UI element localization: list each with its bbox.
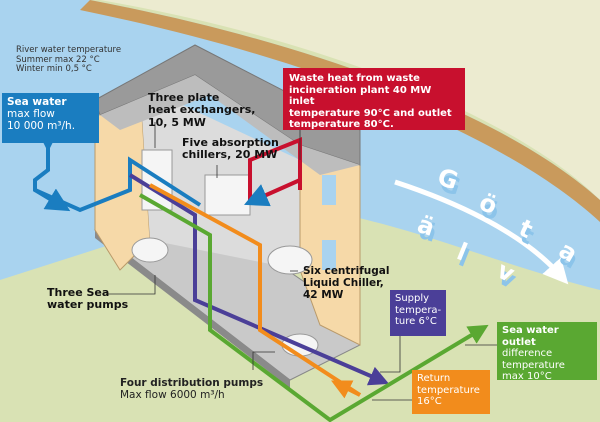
supply-line1: Supply xyxy=(395,293,430,304)
sea-water-outlet-pipe xyxy=(139,193,489,422)
supply-temperature-callout: Supply tempera- ture 6°C xyxy=(390,290,446,336)
sea-water-callout: Sea water max flow 10 000 m³/h. xyxy=(2,93,99,143)
dp-sub: Max flow 6000 m³/h xyxy=(120,388,225,401)
abs-line2: chillers, 20 MW xyxy=(182,148,278,162)
cc-line3: 42 MW xyxy=(303,288,344,301)
distribution-pumps-label: Four distribution pumps Max flow 6000 m³… xyxy=(120,377,264,402)
absorption-chillers xyxy=(204,174,251,216)
outlet-line1: difference xyxy=(502,348,553,359)
waste-line2: incineration plant 40 MW inlet xyxy=(289,84,432,108)
supply-pipe xyxy=(128,173,390,386)
sea-water-pumps xyxy=(131,237,169,263)
abs-line1: Five absorption xyxy=(182,136,279,149)
outlet-line2: temperature xyxy=(502,359,565,371)
hx-line3: 10, 5 MW xyxy=(148,115,206,129)
outlet-line3: max 10°C xyxy=(502,371,552,382)
upper-land xyxy=(100,0,600,200)
dp-title: Four distribution pumps xyxy=(120,377,264,389)
absorption-chillers-label: Five absorption chillers, 20 MW xyxy=(182,136,279,162)
river-temperature-note: River water temperature Summer max 22 °C… xyxy=(16,45,122,75)
return-line2: temperature xyxy=(417,384,480,396)
cc-line2: Liquid Chiller, xyxy=(303,276,384,289)
centrifugal-chillers xyxy=(267,245,313,275)
river-temp-title: River water temperature xyxy=(16,45,122,55)
river-temp-winter: Winter min 0,5 °C xyxy=(16,64,92,75)
waste-heat-callout: Waste heat from waste incineration plant… xyxy=(283,68,465,130)
supply-line2: tempera- xyxy=(395,304,442,316)
supply-line3: ture 6°C xyxy=(395,316,437,327)
sea-water-line1: max flow xyxy=(7,108,55,121)
return-line3: 16°C xyxy=(417,396,442,407)
waste-heat-pipe xyxy=(248,137,302,205)
heat-exchangers-label: Three plate heat exchangers, 10, 5 MW xyxy=(148,91,256,129)
centrifugal-chillers-label: Six centrifugal Liquid Chiller, 42 MW xyxy=(303,265,390,301)
river-temp-summer: Summer max 22 °C xyxy=(16,54,100,65)
sea-water-title: Sea water xyxy=(7,96,67,108)
waste-line1: Waste heat from waste xyxy=(289,73,420,84)
sp-line2: water pumps xyxy=(47,298,129,312)
hx-line1: Three plate xyxy=(148,91,220,104)
hx-line2: heat exchangers, xyxy=(148,103,256,117)
waste-line3: temperature 90°C and outlet xyxy=(289,107,452,119)
sp-line1: Three Sea xyxy=(47,286,110,299)
waste-line4: temperature 80°C. xyxy=(289,119,394,130)
outlet-title: Sea water outlet xyxy=(502,325,559,348)
sea-water-outlet-callout: Sea water outlet difference temperature … xyxy=(497,322,597,382)
river-flow-arrow xyxy=(394,179,569,285)
return-pipe xyxy=(149,183,362,397)
return-line1: Return xyxy=(417,373,451,384)
return-temperature-callout: Return temperature 16°C xyxy=(412,370,490,414)
sea-water-line2: 10 000 m³/h. xyxy=(7,120,76,133)
cc-line1: Six centrifugal xyxy=(303,265,390,277)
sea-water-pumps-label: Three Sea water pumps xyxy=(47,286,129,312)
